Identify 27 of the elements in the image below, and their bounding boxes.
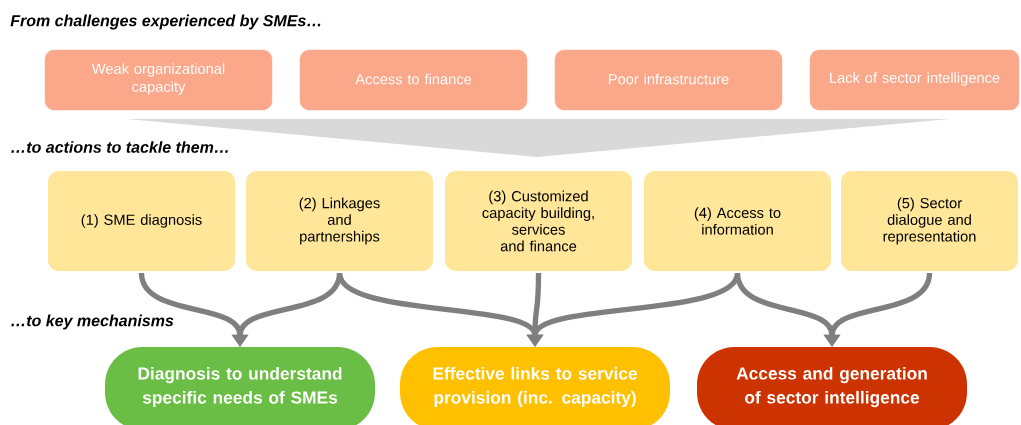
node-label: (3) Customized capacity building, services and finance <box>482 190 594 252</box>
node-label: Access to finance <box>355 73 472 85</box>
node-label: Effective links to service provision (inc. capacity) <box>433 366 637 408</box>
action-box <box>46 169 237 273</box>
action-box <box>642 169 833 273</box>
node-label: Lack of sector intelligence <box>830 72 1000 86</box>
node-label: (5) Sector dialogue and representation <box>883 197 976 245</box>
node-label: Poor infrastructure <box>608 73 729 85</box>
challenge-box <box>299 49 528 111</box>
heading: From challenges experienced by SMEs… <box>10 14 321 30</box>
challenge-box <box>554 49 783 111</box>
node-label: Diagnosis to understand specific needs of SMEs <box>138 366 342 408</box>
mechanism-pill <box>697 347 967 425</box>
challenge-box <box>44 49 273 111</box>
challenge-box <box>809 49 1020 111</box>
node-label: (4) Access to information <box>694 207 781 235</box>
mechanism-pill <box>105 347 375 425</box>
node-label: (1) SME diagnosis <box>81 214 202 228</box>
action-box <box>839 169 1020 273</box>
node-label: Weak organizational capacity <box>91 63 225 95</box>
action-box <box>443 169 634 273</box>
heading: …to key mechanisms <box>11 314 174 330</box>
mechanism-pill <box>400 347 670 425</box>
node-label: (2) Linkages and partnerships <box>299 197 380 245</box>
node-label: Access and generation of sector intelligence <box>736 366 927 408</box>
action-box <box>244 169 435 273</box>
heading: …to actions to tackle them… <box>11 141 228 153</box>
